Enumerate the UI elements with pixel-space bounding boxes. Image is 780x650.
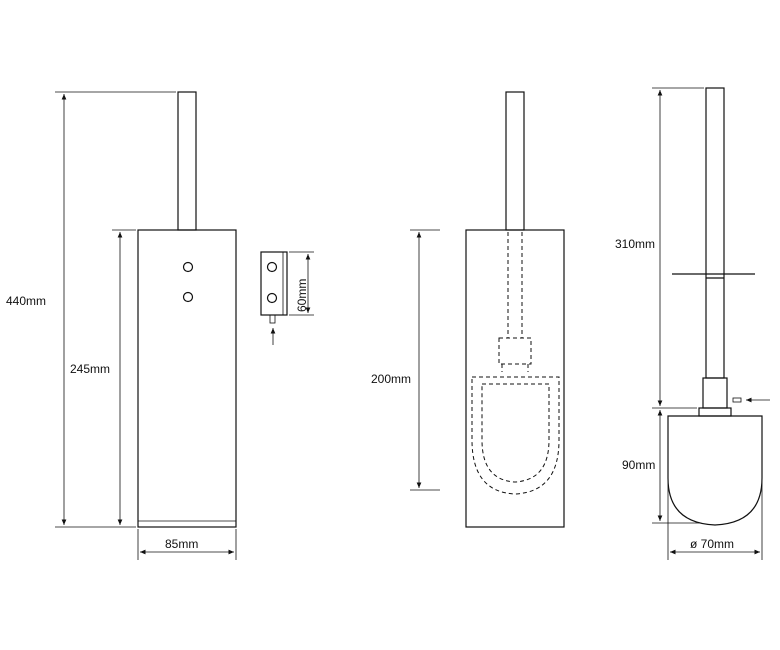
dim-handle-length-label: 310mm — [615, 237, 655, 251]
bracket-detail: 60mm — [260, 251, 314, 345]
front-holder-body — [137, 229, 237, 528]
bracket-hole-bottom — [266, 292, 278, 304]
dim-holder-width-label: 85mm — [165, 537, 198, 551]
brush-ferrule — [702, 377, 728, 409]
dim-holder-height-label: 245mm — [70, 362, 110, 376]
front-screw-hole-top — [182, 261, 194, 273]
brush-view: 310mm 90mm ø 70mm — [615, 87, 770, 560]
section-hidden-brush-outer — [471, 376, 560, 495]
brush-handle — [705, 87, 725, 379]
dim-head-height-label: 90mm — [622, 458, 655, 472]
section-view: 200mm — [371, 91, 565, 528]
bracket-hole-top — [266, 261, 278, 273]
brush-head — [667, 415, 763, 526]
front-handle — [177, 91, 197, 231]
front-screw-hole-bottom — [182, 291, 194, 303]
section-hidden-brush-inner — [481, 383, 550, 483]
dim-inner-depth-label: 200mm — [371, 372, 411, 386]
section-holder-body — [465, 229, 565, 528]
dim-total-height-label: 440mm — [6, 294, 46, 308]
section-hidden-ferrule — [498, 337, 532, 365]
bracket-screw — [269, 314, 276, 324]
front-view: 440mm 245mm 85mm — [6, 91, 237, 560]
brush-set-screw — [732, 397, 742, 403]
dim-head-diameter-label: ø 70mm — [690, 537, 734, 551]
section-handle — [505, 91, 525, 231]
dim-bracket-height-label: 60mm — [295, 279, 309, 312]
